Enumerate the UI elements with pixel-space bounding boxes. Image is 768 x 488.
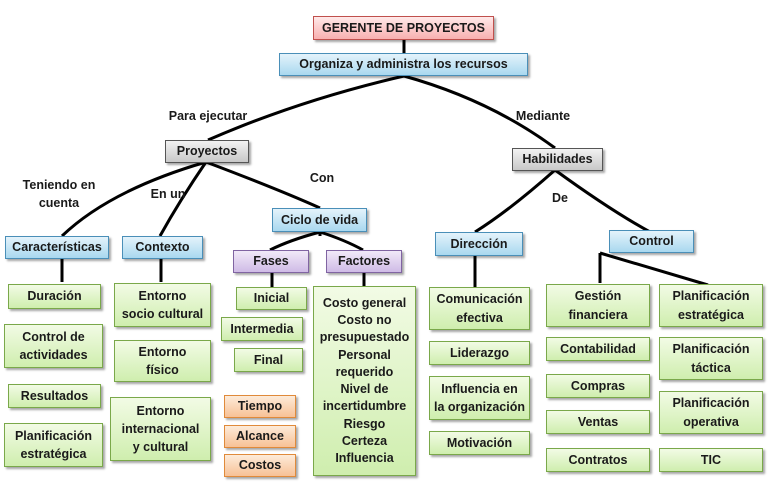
entorno-fisico-label: Entorno físico: [138, 344, 187, 377]
teniendo-link: Teniendo en cuenta: [22, 178, 96, 211]
entorno-socio-cultural-item: Entorno socio cultural: [114, 283, 211, 327]
direccion-node: Dirección: [435, 232, 523, 256]
proyectos-node: Proyectos: [165, 140, 249, 163]
entorno-internacional-label: Entorno internacional y cultural: [121, 403, 200, 455]
inicial-item: Inicial: [236, 287, 307, 310]
ciclo-vida-label: Ciclo de vida: [280, 212, 359, 227]
duracion-label: Duración: [27, 289, 82, 304]
alcance-label: Alcance: [236, 429, 284, 444]
contratos-item: Contratos: [546, 448, 650, 472]
tic-label: TIC: [700, 452, 722, 467]
entorno-internacional-item: Entorno internacional y cultural: [110, 397, 211, 461]
proyectos-label: Proyectos: [176, 144, 238, 159]
inicial-label: Inicial: [253, 291, 290, 306]
motivacion-label: Motivación: [446, 435, 513, 450]
ciclo-vida-node: Ciclo de vida: [272, 208, 367, 232]
liderazgo-label: Liderazgo: [449, 345, 510, 360]
contexto-label: Contexto: [135, 240, 190, 255]
project-manager-node: GERENTE DE PROYECTOS: [313, 16, 494, 40]
fases-node: Fases: [233, 250, 309, 273]
control-label: Control: [629, 234, 674, 249]
costos-item: Costos: [224, 454, 296, 477]
duracion-item: Duración: [8, 284, 101, 309]
planificacion-tactica-label: Planificación táctica: [672, 342, 750, 375]
para-ejecutar-link: Para ejecutar: [168, 109, 248, 123]
caracteristicas-label: Características: [12, 240, 102, 255]
habilidades-label: Habilidades: [522, 152, 593, 167]
ventas-label: Ventas: [577, 414, 619, 429]
ventas-item: Ventas: [546, 410, 650, 434]
influencia-item: Influencia en la organización: [429, 376, 530, 420]
gestion-financiera-label: Gestión financiera: [568, 289, 628, 322]
control-actividades-label: Control de actividades: [19, 329, 88, 362]
final-item: Final: [234, 348, 303, 372]
planificacion-estrategica-item: Planificación estratégica: [4, 423, 103, 467]
contratos-label: Contratos: [568, 452, 628, 467]
influencia-label: Influencia en la organización: [434, 381, 525, 414]
organiza-node: Organiza y administra los recursos: [279, 53, 528, 76]
factores-list-label: Costo general Costo no presupuestado Per…: [319, 295, 410, 465]
gestion-financiera-item: Gestión financiera: [546, 284, 650, 327]
costos-label: Costos: [238, 458, 282, 473]
intermedia-item: Intermedia: [221, 317, 303, 341]
fases-label: Fases: [253, 254, 289, 269]
factores-list: Costo general Costo no presupuestado Per…: [313, 286, 416, 476]
tiempo-label: Tiempo: [237, 399, 283, 414]
factores-label: Factores: [337, 254, 391, 269]
planificacion-estrategica-control-label: Planificación estratégica: [672, 289, 750, 322]
mediante-link: Mediante: [515, 109, 571, 123]
resultados-item: Resultados: [8, 384, 101, 408]
compras-label: Compras: [570, 378, 626, 393]
resultados-label: Resultados: [20, 388, 89, 403]
contabilidad-label: Contabilidad: [560, 341, 636, 356]
compras-item: Compras: [546, 374, 650, 398]
organiza-label: Organiza y administra los recursos: [299, 57, 508, 72]
control-actividades-item: Control de actividades: [4, 324, 103, 368]
alcance-item: Alcance: [224, 425, 296, 448]
planificacion-operativa-item: Planificación operativa: [659, 391, 763, 434]
comunicacion-label: Comunicación efectiva: [436, 292, 523, 325]
intermedia-label: Intermedia: [230, 321, 294, 336]
contabilidad-item: Contabilidad: [546, 337, 650, 361]
liderazgo-item: Liderazgo: [429, 341, 530, 365]
con-link: Con: [309, 171, 335, 185]
de-link: De: [552, 191, 568, 205]
comunicacion-item: Comunicación efectiva: [429, 287, 530, 330]
planificacion-estrategica-label: Planificación estratégica: [14, 428, 93, 461]
contexto-node: Contexto: [122, 236, 203, 259]
caracteristicas-node: Características: [5, 236, 109, 259]
habilidades-node: Habilidades: [512, 148, 603, 171]
en-un-link: En un: [150, 187, 186, 201]
tiempo-item: Tiempo: [224, 395, 296, 418]
planificacion-tactica-item: Planificación táctica: [659, 337, 763, 380]
entorno-socio-cultural-label: Entorno socio cultural: [121, 288, 204, 321]
factores-node: Factores: [326, 250, 402, 273]
motivacion-item: Motivación: [429, 431, 530, 455]
planificacion-operativa-label: Planificación operativa: [672, 396, 750, 429]
tic-item: TIC: [659, 448, 763, 472]
direccion-label: Dirección: [450, 236, 508, 251]
final-label: Final: [253, 352, 284, 367]
planificacion-estrategica-control-item: Planificación estratégica: [659, 284, 763, 327]
control-node: Control: [609, 230, 694, 253]
project-manager-label: GERENTE DE PROYECTOS: [322, 20, 485, 35]
entorno-fisico-item: Entorno físico: [114, 340, 211, 382]
